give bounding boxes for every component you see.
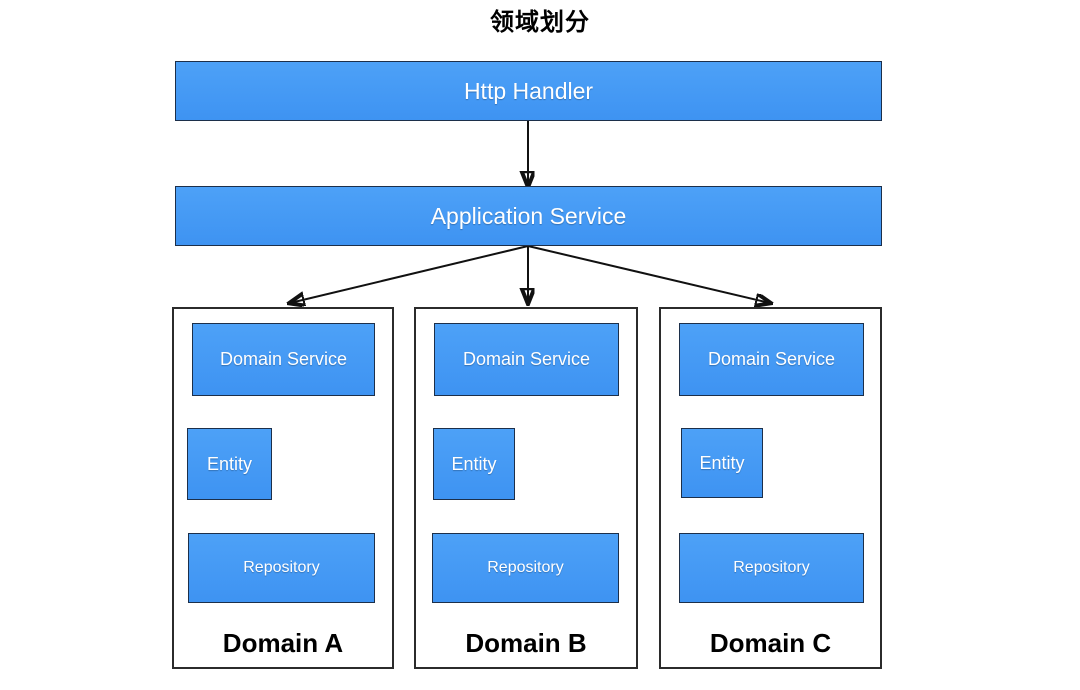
label-domain-b: Domain B	[465, 628, 587, 658]
page-title: 领域划分	[490, 9, 590, 36]
node-domain-b-entity[interactable]: Entity	[433, 428, 515, 500]
node-domain-c-entity[interactable]: Entity	[681, 428, 763, 498]
node-domain-a-entity[interactable]: Entity	[187, 428, 272, 500]
node-domain-b-repository[interactable]: Repository	[432, 533, 619, 603]
node-domain-b-domain-service[interactable]: Domain Service	[434, 323, 619, 396]
label-domain-c: Domain C	[709, 628, 832, 658]
node-http-handler[interactable]: Http Handler	[175, 61, 882, 121]
node-domain-c-domain-service[interactable]: Domain Service	[679, 323, 864, 396]
node-domain-a-repository[interactable]: Repository	[188, 533, 375, 603]
node-application-service[interactable]: Application Service	[175, 186, 882, 246]
node-domain-a-domain-service[interactable]: Domain Service	[192, 323, 375, 396]
connector-appservice-to-domain-a	[290, 245, 529, 303]
label-domain-a: Domain A	[222, 628, 344, 658]
node-domain-c-repository[interactable]: Repository	[679, 533, 864, 603]
connector-appservice-to-domain-c	[527, 245, 770, 303]
